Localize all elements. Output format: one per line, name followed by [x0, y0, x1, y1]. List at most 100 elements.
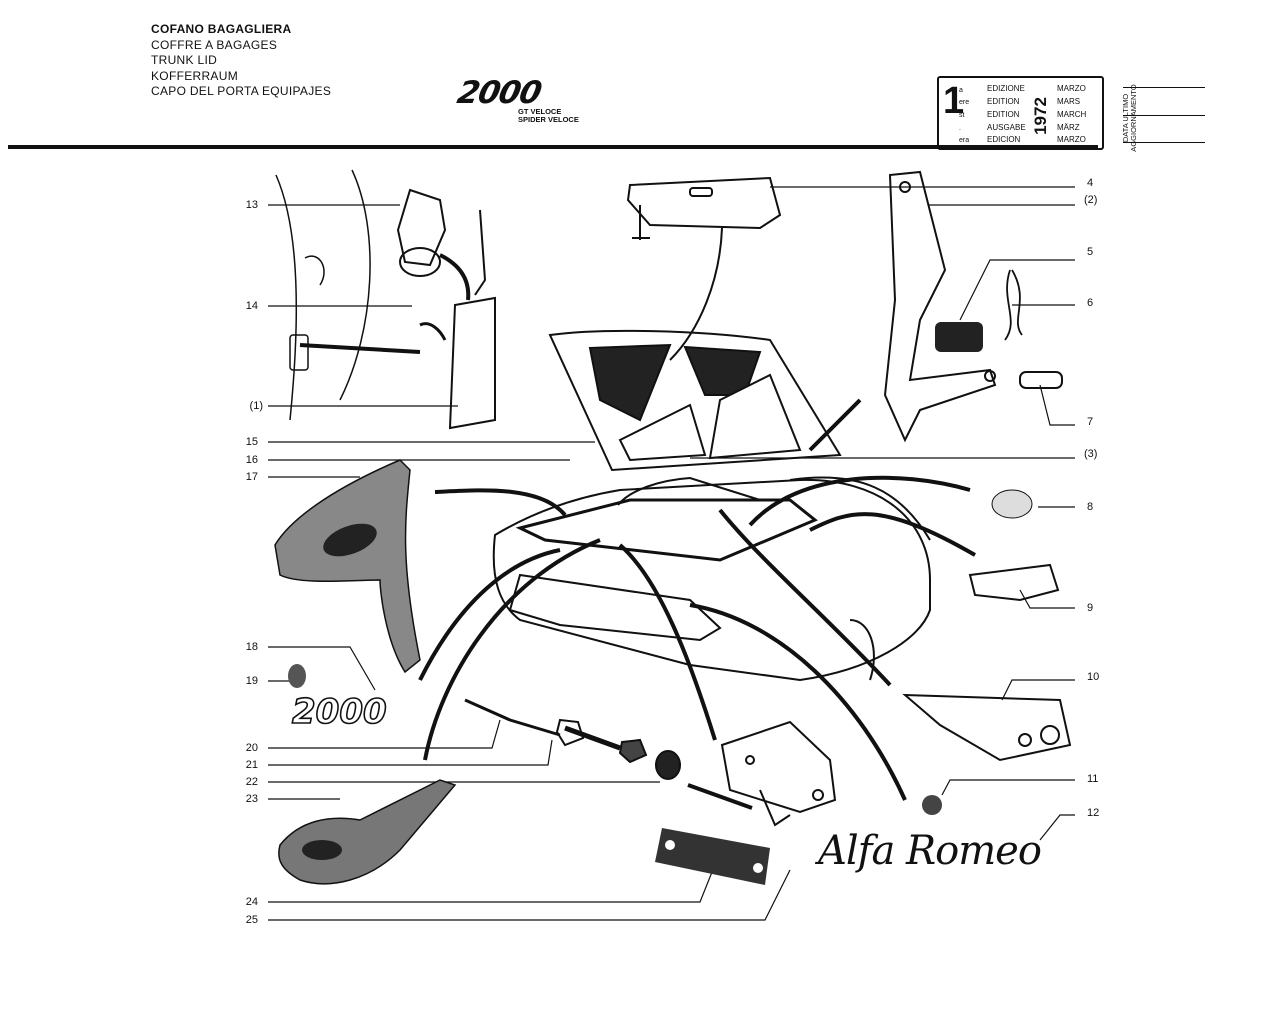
edition-month: MARCH	[1057, 110, 1087, 119]
striker-plate	[655, 828, 770, 885]
assembly-arrow	[618, 543, 717, 741]
prop-rod	[617, 476, 761, 506]
callout-number: 23	[245, 793, 258, 805]
trunk-handle	[274, 459, 421, 674]
callout-number: 6	[1087, 297, 1094, 309]
lid-panel-light	[618, 403, 707, 462]
lid-panel-light	[708, 373, 802, 460]
edition-suffix: st	[959, 112, 965, 119]
callout-number: 5	[1087, 246, 1094, 258]
assembly-arrow	[423, 538, 601, 761]
lock-hinge	[902, 693, 1072, 762]
edition-month: MARS	[1057, 97, 1081, 106]
assembly-arrow	[808, 398, 862, 452]
assembly-arrow	[687, 783, 753, 810]
model-variant-spider: SPIDER VELOCE	[518, 115, 579, 124]
edition-suffix: ere	[959, 99, 970, 106]
callout-number: 8	[1087, 501, 1094, 513]
spacer	[288, 664, 306, 688]
callout-number: 10	[1087, 671, 1100, 683]
edition-month: MARZO	[1057, 84, 1086, 93]
callout-number: (3)	[1084, 448, 1098, 460]
title-german: KOFFERRAUM	[151, 68, 238, 83]
callout-number: 4	[1087, 177, 1094, 189]
assembly-arrow	[418, 548, 561, 681]
edition-suffix: a	[959, 87, 963, 94]
leader-line	[268, 871, 713, 903]
rod-clip	[968, 563, 1060, 602]
callout-number: 9	[1087, 602, 1094, 614]
edition-number: 1	[943, 80, 965, 122]
assembly-arrow	[439, 253, 471, 301]
callout-number: 7	[1087, 416, 1094, 428]
callout-number: (2)	[1084, 194, 1098, 206]
leader-line	[1001, 679, 1075, 701]
assembly-arrow	[299, 343, 421, 354]
callout-number: (1)	[249, 400, 263, 412]
update-line	[1123, 142, 1205, 143]
model-variant-gt: GT VELOCE	[518, 107, 562, 116]
edition-suffix: .	[959, 125, 961, 132]
edition-box: 1 a ere st . era EDIZIONE EDITION EDITIO…	[937, 76, 1104, 150]
callout-number: 13	[245, 199, 258, 211]
grommet	[922, 795, 942, 815]
lock-cylinder-face	[399, 247, 441, 277]
rubber-bumper	[935, 322, 983, 352]
edition-suffix: era	[959, 137, 970, 144]
hinge-bracket	[626, 176, 782, 240]
callout-number: 15	[245, 436, 258, 448]
title-block: COFANO BAGAGLIERA COFFRE A BAGAGES TRUNK…	[151, 22, 331, 100]
edition-month: MARZO	[1057, 135, 1086, 144]
update-line	[1123, 115, 1205, 116]
leader-line	[268, 719, 501, 749]
assembly-arrow	[748, 475, 971, 527]
callout-number: 19	[245, 675, 258, 687]
body-panel-detail	[275, 169, 371, 421]
leader-line	[268, 869, 791, 921]
wheel-arch	[849, 619, 875, 681]
collar	[655, 750, 681, 780]
edition-label: EDICION	[987, 135, 1021, 144]
leader-line	[1019, 589, 1075, 609]
callout-number: 24	[245, 896, 258, 908]
callout-number: 25	[245, 914, 258, 926]
lock-latch	[720, 720, 837, 827]
assembly-arrow	[669, 227, 723, 361]
lock-cable	[464, 698, 561, 737]
callout-number: 17	[245, 471, 258, 483]
edition-month: MÄRZ	[1057, 123, 1080, 132]
callout-number: 14	[245, 300, 258, 312]
title-spanish: CAPO DEL PORTA EQUIPAJES	[151, 84, 332, 98]
callout-number: 18	[245, 641, 258, 653]
edition-label: AUSGABE	[987, 123, 1026, 132]
rear-panel	[508, 573, 722, 642]
plug-cap	[991, 489, 1033, 519]
callout-number: 16	[245, 454, 258, 466]
handle-recess	[323, 523, 377, 557]
trunk-opening-seal	[515, 498, 818, 562]
lock-spring	[419, 322, 447, 341]
model-logo: 2000 GT VELOCE SPIDER VELOCE	[454, 75, 579, 124]
hex-nut	[555, 718, 585, 747]
leader-line	[1039, 384, 1075, 426]
gasket	[278, 779, 457, 885]
callout-number: 11	[1087, 773, 1099, 785]
title-english: TRUNK LID	[151, 53, 218, 67]
callout-number: 22	[245, 776, 258, 788]
assembly-arrow	[718, 508, 892, 687]
leader-line	[1039, 814, 1075, 841]
adjust-screw	[564, 725, 621, 751]
assembly-arrow	[434, 488, 567, 517]
fender-line	[789, 476, 931, 541]
leader-line	[268, 739, 553, 766]
leader-line	[268, 646, 376, 691]
lock-cylinder	[396, 188, 447, 267]
assembly-arrow	[689, 603, 907, 801]
release-rod	[474, 209, 487, 296]
header-rule	[8, 145, 1098, 149]
update-line	[1123, 87, 1205, 88]
title-french: COFFRE A BAGAGES	[151, 37, 278, 52]
edition-label: EDIZIONE	[987, 84, 1025, 93]
model-badge-2000: 2000	[291, 691, 387, 733]
